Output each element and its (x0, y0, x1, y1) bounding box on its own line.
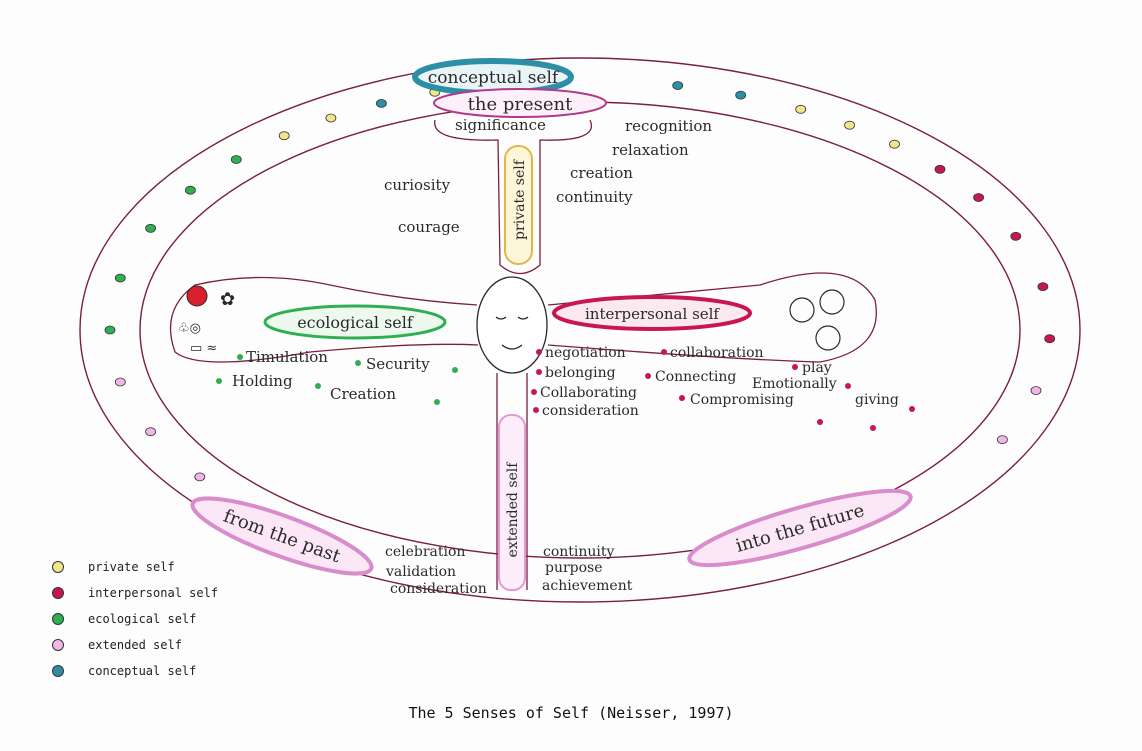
term-significance: significance (455, 116, 546, 134)
ring-dot (997, 436, 1007, 444)
private-self-label: private self (512, 158, 528, 240)
term-consideration-interpersonal: consideration (542, 403, 639, 419)
apple-icon (187, 286, 207, 306)
ring-dot (974, 194, 984, 202)
term-emotionally: Emotionally (752, 376, 837, 392)
legend-label: extended self (88, 638, 182, 652)
ring-dot (1031, 387, 1041, 395)
ring-dot (279, 132, 289, 140)
term-continuity-extended: continuity (543, 544, 615, 560)
diagram-caption: The 5 Senses of Self (Neisser, 1997) (0, 704, 1142, 722)
ring-dot (146, 224, 156, 232)
plant-icon: ♧◎ (178, 321, 201, 336)
conceptual-self-label: conceptual self (428, 68, 560, 88)
term-celebration: celebration (385, 544, 465, 560)
extended-self-label: extended self (505, 461, 521, 558)
term-relaxation: relaxation (612, 141, 689, 159)
ring-dot (935, 165, 945, 173)
term-giving: giving (855, 392, 899, 408)
ring-dot (1045, 335, 1055, 343)
legend-label: interpersonal self (88, 586, 218, 600)
legend-swatch (52, 613, 64, 625)
flower-icon: ✿ (220, 289, 235, 310)
term-collaborating: Collaborating (540, 385, 637, 401)
term-timulation: Timulation (246, 348, 328, 366)
ring-dot (115, 274, 125, 282)
ring-dot (195, 473, 205, 481)
term-purpose: purpose (545, 560, 603, 576)
legend-label: ecological self (88, 612, 196, 626)
ring-dot (146, 428, 156, 436)
legend-label: private self (88, 560, 175, 574)
ring-dot (231, 156, 241, 164)
legend-item-conceptual: conceptual self (52, 658, 218, 684)
ring-dot (105, 326, 115, 334)
term-connecting: Connecting (655, 369, 736, 385)
ecological-self-label: ecological self (297, 313, 414, 332)
term-courage: courage (398, 218, 460, 236)
legend-swatch (52, 561, 64, 573)
legend-item-interpersonal: interpersonal self (52, 580, 218, 606)
ring-dot (185, 186, 195, 194)
ring-dot (736, 91, 746, 99)
ring-dot (1038, 283, 1048, 291)
ring-dot (376, 99, 386, 107)
term-achievement: achievement (542, 578, 633, 594)
term-curiosity: curiosity (384, 176, 451, 194)
term-play: play (802, 360, 832, 376)
ring-dot (673, 82, 683, 90)
term-negotiation: negotiation (545, 345, 626, 361)
ring-dots (105, 80, 1055, 481)
term-validation: validation (385, 564, 456, 580)
ground-icon: ▭ ≈ (190, 341, 217, 356)
legend-label: conceptual self (88, 664, 196, 678)
ring-dot (845, 121, 855, 129)
legend-swatch (52, 587, 64, 599)
head-figure (477, 277, 547, 373)
interpersonal-self-label: interpersonal self (585, 305, 720, 323)
legend-swatch (52, 639, 64, 651)
legend-item-extended: extended self (52, 632, 218, 658)
legend-swatch (52, 665, 64, 677)
term-continuity: continuity (556, 188, 633, 206)
legend-item-private: private self (52, 554, 218, 580)
term-compromising: Compromising (690, 392, 794, 408)
term-holding: Holding (232, 372, 293, 390)
term-collaboration: collaboration (670, 345, 764, 361)
term-creation-ecological: Creation (330, 385, 396, 403)
term-belonging: belonging (545, 365, 616, 381)
ring-dot (796, 105, 806, 113)
ring-dot (890, 140, 900, 148)
faces-icon (790, 290, 844, 350)
legend: private self interpersonal self ecologic… (52, 554, 218, 684)
term-recognition: recognition (625, 117, 712, 135)
ring-dot (1011, 232, 1021, 240)
ring-dot (326, 114, 336, 122)
term-consideration-extended: consideration (390, 581, 487, 597)
term-security: Security (366, 355, 430, 373)
the-present-label: the present (468, 94, 573, 115)
ring-dot (115, 378, 125, 386)
legend-item-ecological: ecological self (52, 606, 218, 632)
term-creation-private: creation (570, 164, 633, 182)
